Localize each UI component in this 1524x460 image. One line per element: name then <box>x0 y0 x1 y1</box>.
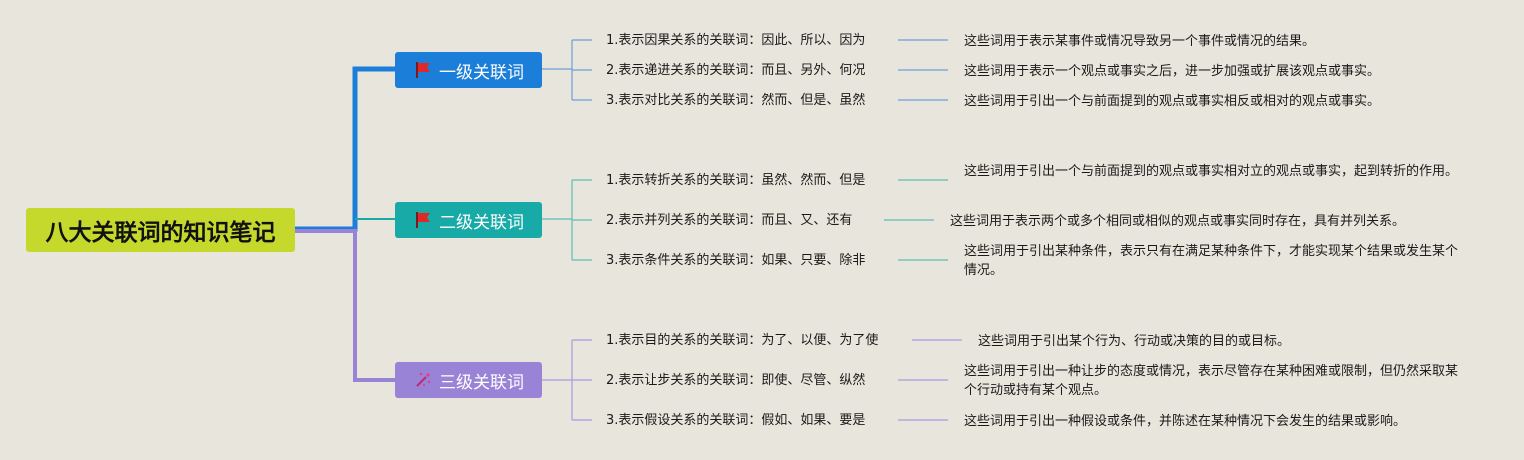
leaf-item[interactable]: 3.表示条件关系的关联词：如果、只要、除非 <box>606 253 866 268</box>
leaf-description[interactable]: 这些词用于引出某个行为、行动或决策的目的或目标。 <box>978 334 1291 349</box>
leaf-description[interactable]: 这些词用于表示一个观点或事实之后，进一步加强或扩展该观点或事实。 <box>964 64 1381 79</box>
leaf-item[interactable]: 1.表示转折关系的关联词：虽然、然而、但是 <box>606 173 866 188</box>
desc-lines-level3 <box>898 339 962 421</box>
leaf-description[interactable]: 这些词用于引出一个与前面提到的观点或事实相对立的观点或事实，起到转折的作用。 <box>964 164 1459 179</box>
branch-title: 一级关联词 <box>439 62 524 83</box>
leaf-item[interactable]: 1.表示目的关系的关联词：为了、以便、为了使 <box>606 333 879 348</box>
connector-level3 <box>295 229 395 382</box>
bracket-level2 <box>542 179 592 261</box>
bracket-level1 <box>542 39 592 101</box>
branch-level2[interactable]: 二级关联词 <box>395 202 542 238</box>
leaf-description[interactable]: 这些词用于引出一种让步的态度或情况，表示尽管存在某种困难或限制，但仍然采取某个行… <box>964 364 1459 398</box>
leaf-item[interactable]: 1.表示因果关系的关联词：因此、所以、因为 <box>606 33 866 48</box>
branch-title: 三级关联词 <box>439 372 524 393</box>
leaf-item[interactable]: 2.表示让步关系的关联词：即使、尽管、纵然 <box>606 373 866 388</box>
desc-lines-level1 <box>898 39 948 101</box>
connector-level1 <box>295 66 395 232</box>
leaf-description[interactable]: 这些词用于表示某事件或情况导致另一个事件或情况的结果。 <box>964 34 1316 49</box>
leaf-description[interactable]: 这些词用于引出一个与前面提到的观点或事实相反或相对的观点或事实。 <box>964 94 1381 109</box>
red-flag-icon <box>416 62 430 78</box>
root-title: 八大关联词的知识笔记 <box>45 220 276 246</box>
branch-level1[interactable]: 一级关联词 <box>395 52 542 88</box>
branch-level3[interactable]: 三级关联词 <box>395 362 542 398</box>
leaf-item[interactable]: 3.表示对比关系的关联词：然而、但是、虽然 <box>606 93 866 108</box>
leaf-item[interactable]: 2.表示并列关系的关联词：而且、又、还有 <box>606 213 853 228</box>
root-node[interactable]: 八大关联词的知识笔记 <box>26 208 295 252</box>
leaf-description[interactable]: 这些词用于引出某种条件，表示只有在满足某种条件下，才能实现某个结果或发生某个情况… <box>964 244 1459 278</box>
leaf-description[interactable]: 这些词用于表示两个或多个相同或相似的观点或事实同时存在，具有并列关系。 <box>950 214 1406 229</box>
leaf-item[interactable]: 2.表示递进关系的关联词：而且、另外、何况 <box>606 63 866 78</box>
leaf-description[interactable]: 这些词用于引出一种假设或条件，并陈述在某种情况下会发生的结果或影响。 <box>964 414 1407 429</box>
red-flag-icon <box>416 212 430 228</box>
sparkle-icon <box>416 372 431 387</box>
bracket-level3 <box>542 339 592 421</box>
leaf-item[interactable]: 3.表示假设关系的关联词：假如、如果、要是 <box>606 413 866 428</box>
desc-lines-level2 <box>884 179 948 261</box>
branch-title: 二级关联词 <box>439 212 524 233</box>
